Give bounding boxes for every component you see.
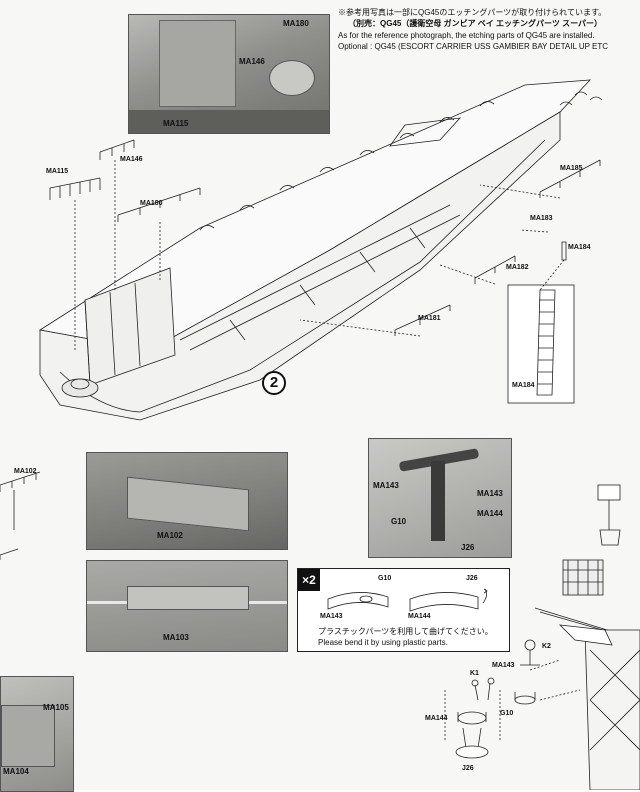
photo-ma104-part	[1, 705, 55, 767]
stern-gun-tub	[61, 378, 99, 398]
photo-island-block	[159, 20, 236, 107]
bend-text-en: Please bend it by using plastic parts.	[318, 638, 448, 647]
radar-antenna	[562, 559, 604, 596]
label-panel-g10: G10	[378, 575, 392, 582]
label-photo-ma143-left: MA143	[373, 481, 399, 490]
photo-ma102-part	[127, 476, 249, 532]
label-photo-ma144: MA144	[477, 509, 503, 518]
label-ma180: MA180	[140, 200, 163, 207]
note-jp-line1: ※参考用写真は一部にQG45のエッチングパーツが取り付けられています。	[338, 8, 607, 17]
label-mast-j26: J26	[462, 765, 474, 772]
label-ma182: MA182	[506, 264, 529, 271]
bend-instruction-panel: ×2 G10 J26 MA143 MA144 プラスチックパーツを利用して曲げて…	[297, 568, 510, 652]
step-number-badge: 2	[262, 371, 286, 395]
note-en-line1: As for the reference photograph, the etc…	[338, 31, 595, 40]
label-mast-ma144: MA144	[425, 715, 448, 722]
bend-text-jp: プラスチックパーツを利用して曲げてください。	[318, 627, 493, 636]
label-photo-ma143-right: MA143	[477, 489, 503, 498]
note-jp-line2: （別売：QG45（護衛空母 ガンビア ベイ エッチングパーツ スーパー）	[348, 19, 602, 28]
label-ma183: MA183	[530, 215, 553, 222]
label-left-ma102: MA102	[14, 468, 37, 475]
label-photo-ma105: MA105	[43, 703, 69, 712]
label-photo-g10: G10	[391, 517, 407, 526]
mast-tripod	[584, 629, 640, 790]
label-photo-j26: J26	[461, 543, 475, 552]
label-panel-ma144: MA144	[408, 613, 431, 620]
multiplier-badge: ×2	[298, 569, 320, 591]
label-panel-ma143: MA143	[320, 613, 343, 620]
label-photo-ma103: MA103	[163, 633, 189, 642]
label-panel-j26: J26	[466, 575, 478, 582]
reference-photo-ma103: MA103	[86, 560, 288, 652]
mast-assembly	[534, 484, 640, 790]
label-ma184-detail: MA184	[512, 382, 535, 389]
railing-ma182	[474, 255, 516, 284]
bend-diagram	[327, 588, 488, 612]
label-ma185: MA185	[560, 165, 583, 172]
label-photo-ma146: MA146	[239, 57, 265, 66]
reference-photo-island: MA180 MA146 MA115	[128, 14, 330, 134]
reference-photo-ma104: MA105 MA104	[0, 676, 74, 792]
label-ma184-top: MA184	[568, 244, 591, 251]
label-photo-ma102: MA102	[157, 531, 183, 540]
label-mast-g10: G10	[500, 710, 514, 717]
label-photo-ma180: MA180	[283, 19, 309, 28]
label-photo-ma104: MA104	[3, 767, 29, 776]
label-mast-ma143: MA143	[492, 662, 515, 669]
label-mast-k1: K1	[470, 670, 479, 677]
reference-photo-ma102: MA102	[86, 452, 288, 550]
ladder-ma184-small	[561, 241, 567, 261]
photo-ma103-part	[127, 586, 249, 610]
photo-gun-tub	[269, 60, 315, 96]
reference-photo-pole: MA143 MA143 G10 MA144 J26	[368, 438, 512, 558]
label-ma115: MA115	[46, 168, 69, 175]
railing-ma146	[99, 139, 135, 160]
label-ma181: MA181	[418, 315, 441, 322]
railing-ma115	[49, 177, 101, 200]
note-en-line2: Optional : QG45 (ESCORT CARRIER USS GAMB…	[338, 42, 609, 51]
ladder-detail-box	[507, 284, 575, 404]
label-ma146: MA146	[120, 156, 143, 163]
photo-pole	[431, 461, 445, 541]
railing-ma180	[117, 187, 201, 222]
label-photo-ma115: MA115	[163, 119, 189, 128]
label-mast-k2: K2	[542, 643, 551, 650]
